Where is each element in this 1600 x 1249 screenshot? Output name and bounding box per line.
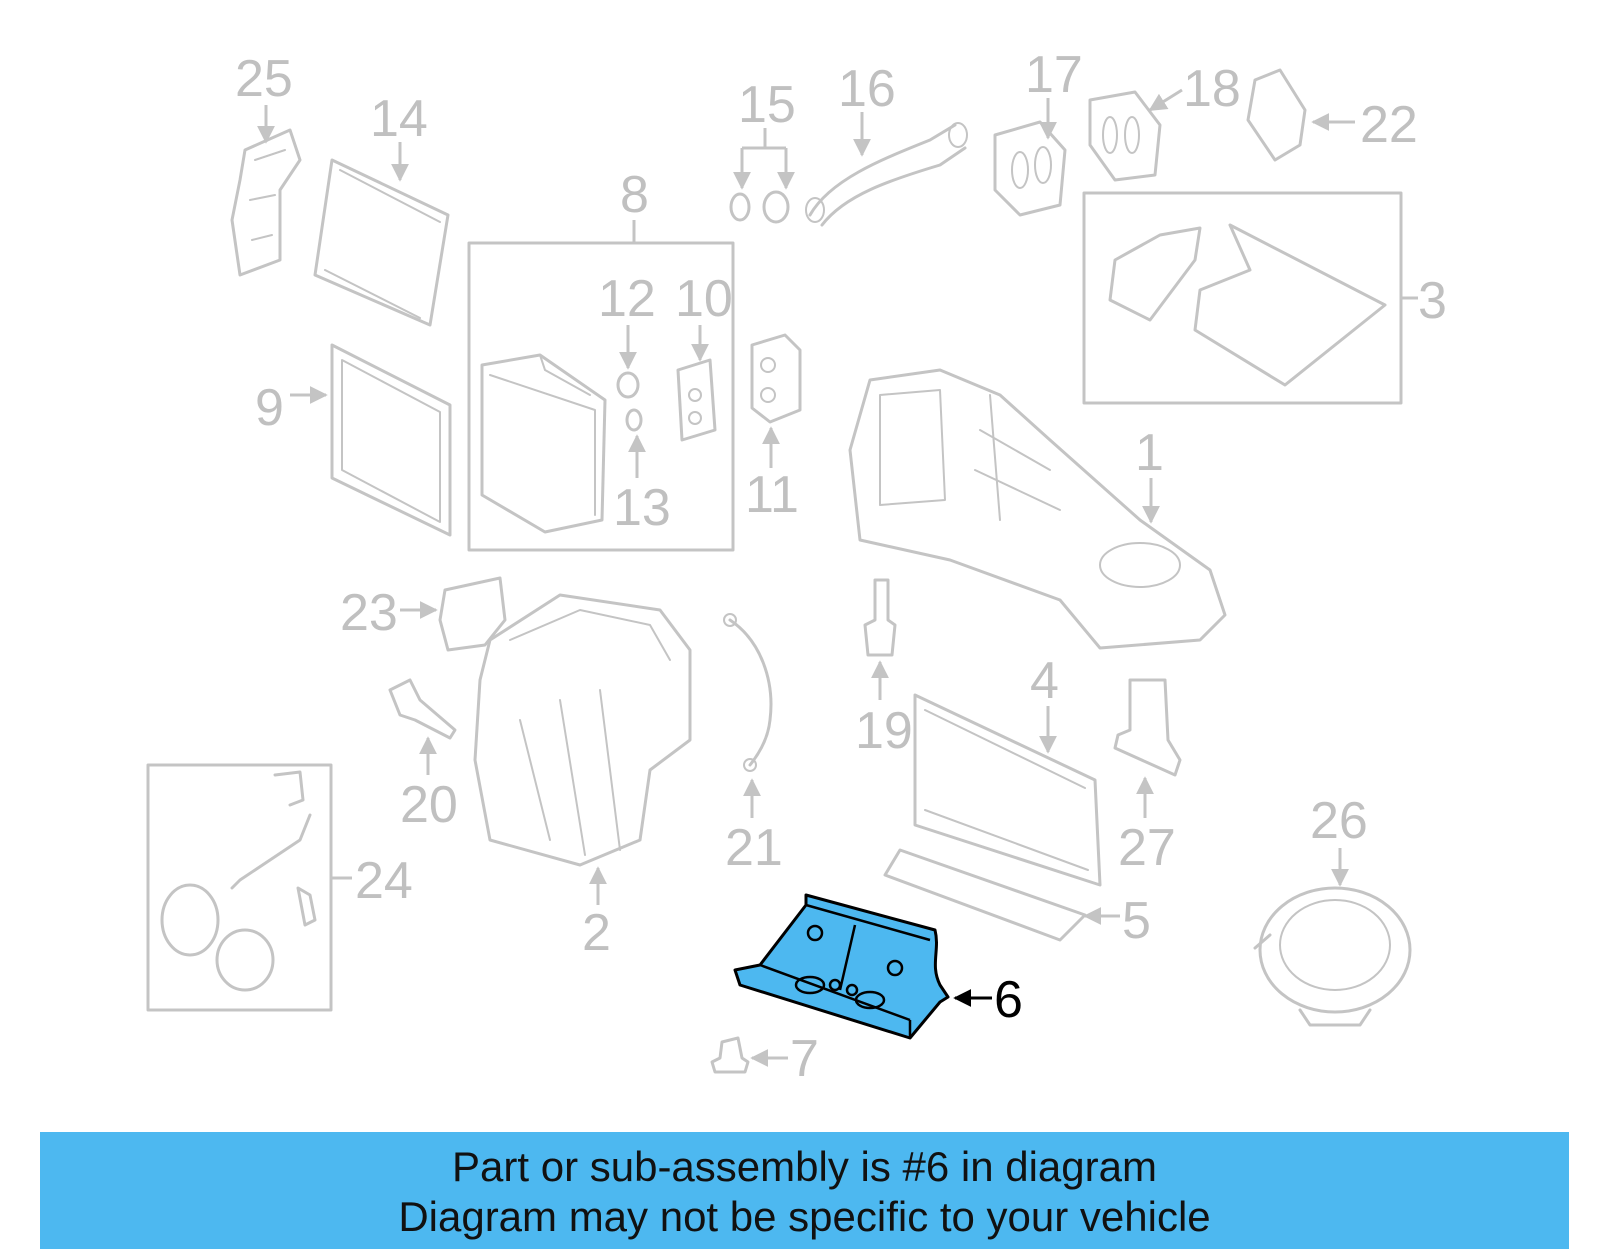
callout-13: 13	[613, 479, 671, 537]
part-9-frame	[330, 343, 452, 537]
part-15-oring-a	[729, 192, 751, 222]
part-4-cabin-filter	[913, 693, 1102, 887]
part-20-sensor	[388, 678, 457, 740]
part-16-pipe	[805, 122, 968, 227]
part-24-parts	[160, 770, 317, 992]
callout-23: 23	[340, 584, 398, 642]
part-13-oring	[625, 408, 643, 432]
part-19-drain	[863, 578, 897, 657]
callout-18: 18	[1183, 60, 1241, 118]
callout-7: 7	[790, 1030, 819, 1088]
part-7-clip	[710, 1036, 750, 1074]
callout-22: 22	[1360, 96, 1418, 154]
callout-6: 6	[994, 971, 1023, 1029]
part-27-resistor	[1113, 678, 1182, 777]
part-18-seal	[1088, 90, 1162, 182]
part-12-oring	[616, 371, 640, 399]
callout-27: 27	[1118, 819, 1176, 877]
callout-24: 24	[355, 852, 413, 910]
callout-19: 19	[855, 702, 913, 760]
callout-20: 20	[400, 776, 458, 834]
callout-17: 17	[1025, 46, 1083, 104]
callout-26: 26	[1310, 792, 1368, 850]
part-23-actuator	[438, 576, 507, 652]
callout-15: 15	[738, 76, 796, 134]
group-8-box	[467, 241, 735, 552]
callout-11: 11	[745, 466, 799, 524]
part-21-hose	[723, 613, 773, 772]
callout-16: 16	[838, 60, 896, 118]
callout-3: 3	[1418, 272, 1447, 330]
callout-14: 14	[370, 90, 428, 148]
part-17-grommet	[993, 120, 1067, 217]
part-6-highlighted	[733, 893, 950, 1040]
part-1-housing	[848, 368, 1227, 650]
callout-1: 1	[1135, 424, 1164, 482]
part-2-heater-box	[473, 593, 692, 867]
part-22-actuator	[1246, 68, 1307, 162]
banner-line-1: Part or sub-assembly is #6 in diagram	[452, 1143, 1157, 1190]
callout-5: 5	[1122, 892, 1151, 950]
group-3-box	[1082, 191, 1403, 405]
banner-line-2: Diagram may not be specific to your vehi…	[398, 1193, 1211, 1240]
part-10-expansion-valve	[676, 358, 717, 442]
callout-9: 9	[255, 379, 284, 437]
callout-4: 4	[1030, 652, 1059, 710]
part-15-oring-b	[762, 190, 790, 224]
part-8-evaporator	[480, 353, 607, 534]
callout-25: 25	[235, 50, 293, 108]
callout-12: 12	[598, 270, 656, 328]
part-25-bracket	[230, 128, 302, 277]
group-24-box	[146, 763, 333, 1012]
part-11-block	[750, 333, 802, 424]
callout-2: 2	[582, 904, 611, 962]
callout-21: 21	[725, 819, 783, 877]
info-banner: Part or sub-assembly is #6 in diagram Di…	[40, 1132, 1569, 1249]
callout-8: 8	[620, 166, 649, 224]
part-5-seal-strip	[883, 848, 1087, 942]
part-26-blower-motor	[1253, 886, 1412, 1027]
part-3-housing-cover	[1108, 223, 1387, 387]
part-14-filter	[313, 158, 450, 327]
callout-10: 10	[675, 270, 733, 328]
